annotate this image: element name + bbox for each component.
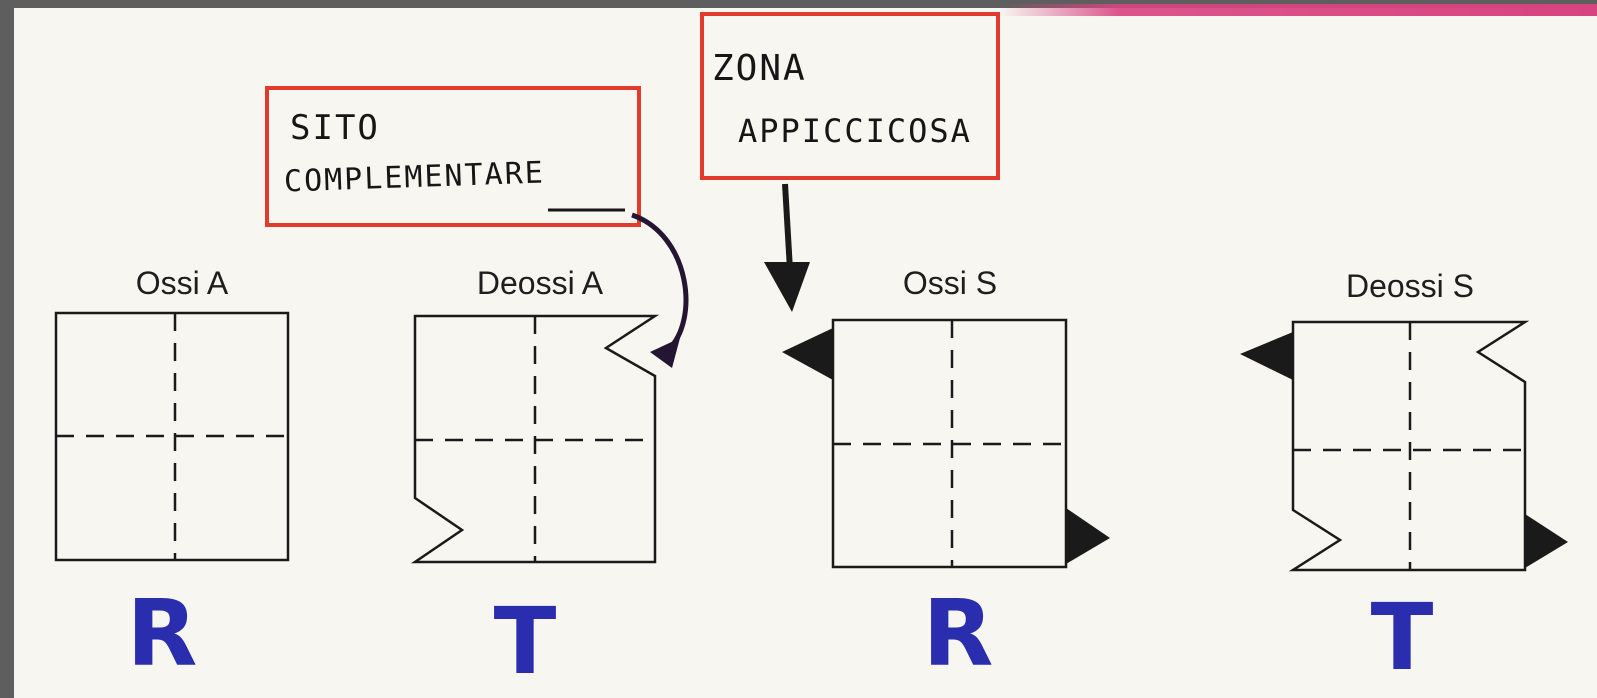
state-label-deossi-s: Deossi S [1345,268,1475,304]
state-letter-ossi-s: R [922,580,994,687]
callout-complementary-line1: SITO [290,108,380,148]
subunit-ossi-a [54,311,290,562]
callout-sticky-line1: ZONA [712,48,807,89]
sticky-patch-left [1240,332,1293,380]
down-arrow-head [764,262,810,312]
curved-arrow [631,212,689,352]
state-letter-ossi-a: R [126,580,198,687]
subunit-deossi-a [410,314,660,564]
state-label-ossi-s: Ossi S [902,265,998,301]
callout-box-complementary [265,86,641,227]
top-color-band [1000,4,1597,16]
subunit-ossi-s [782,318,1110,569]
state-label-ossi-a: Ossi A [135,265,229,301]
callout-sticky-line2: APPICCICOSA [738,112,972,150]
state-letter-deossi-s: T [1370,584,1434,691]
sticky-patch-left [782,328,833,380]
down-arrow [782,183,793,271]
curved-arrow-head [650,338,680,368]
sticky-patch-right [1066,508,1110,564]
callout-box-sticky [700,12,1000,180]
state-label-deossi-a: Deossi A [476,265,604,301]
subunit-deossi-s [1240,320,1568,572]
sticky-patch-right [1525,514,1568,568]
state-letter-deossi-a: T [493,588,557,695]
